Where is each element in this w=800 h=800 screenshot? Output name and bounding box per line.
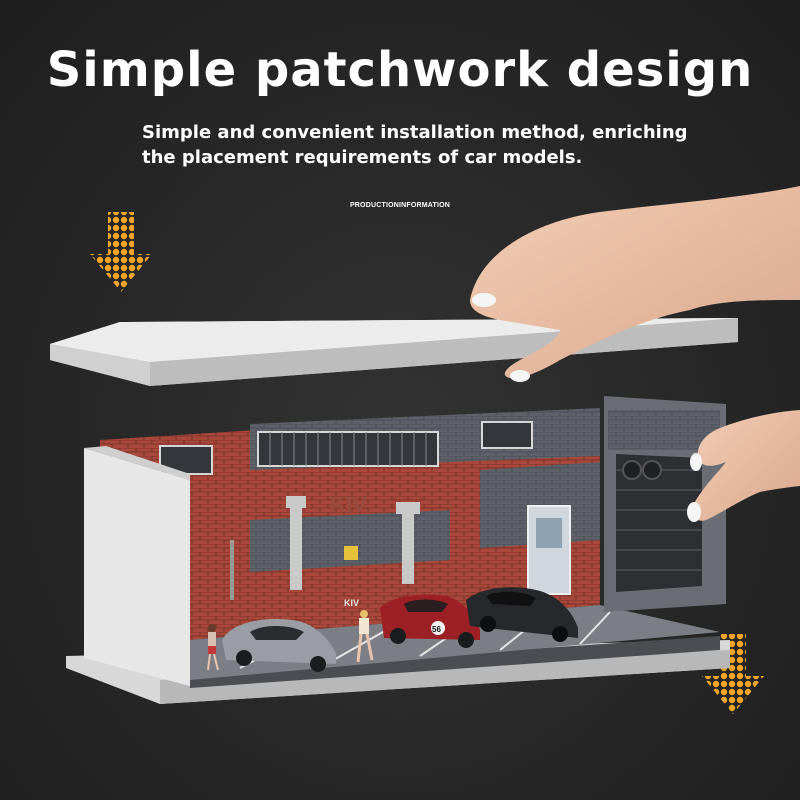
arrow-down-icon [90, 212, 152, 292]
car-black [466, 587, 578, 642]
left-wall-panel [84, 446, 190, 686]
car-silver [222, 618, 336, 672]
figure-middle [356, 610, 374, 663]
back-wall: KIV KIV [100, 408, 600, 640]
wall-sign: KIV [330, 492, 367, 517]
car-number: 56 [432, 625, 441, 634]
subtitle: Simple and convenient installation metho… [142, 120, 702, 170]
car-red: 56 [380, 594, 480, 648]
hand-right [687, 410, 800, 522]
figure-left [207, 624, 219, 671]
page-title: Simple patchwork design [46, 42, 754, 98]
section-label: PRODUCTIONINFORMATION [349, 202, 451, 209]
lid-panel [50, 318, 738, 386]
subtitle-line-1: Simple and convenient installation metho… [142, 122, 688, 143]
subtitle-line-2: the placement requirements of car models… [142, 147, 583, 168]
right-wall-panel [604, 396, 726, 612]
hand-top [470, 186, 800, 382]
floor-sign: KIV [344, 598, 359, 608]
